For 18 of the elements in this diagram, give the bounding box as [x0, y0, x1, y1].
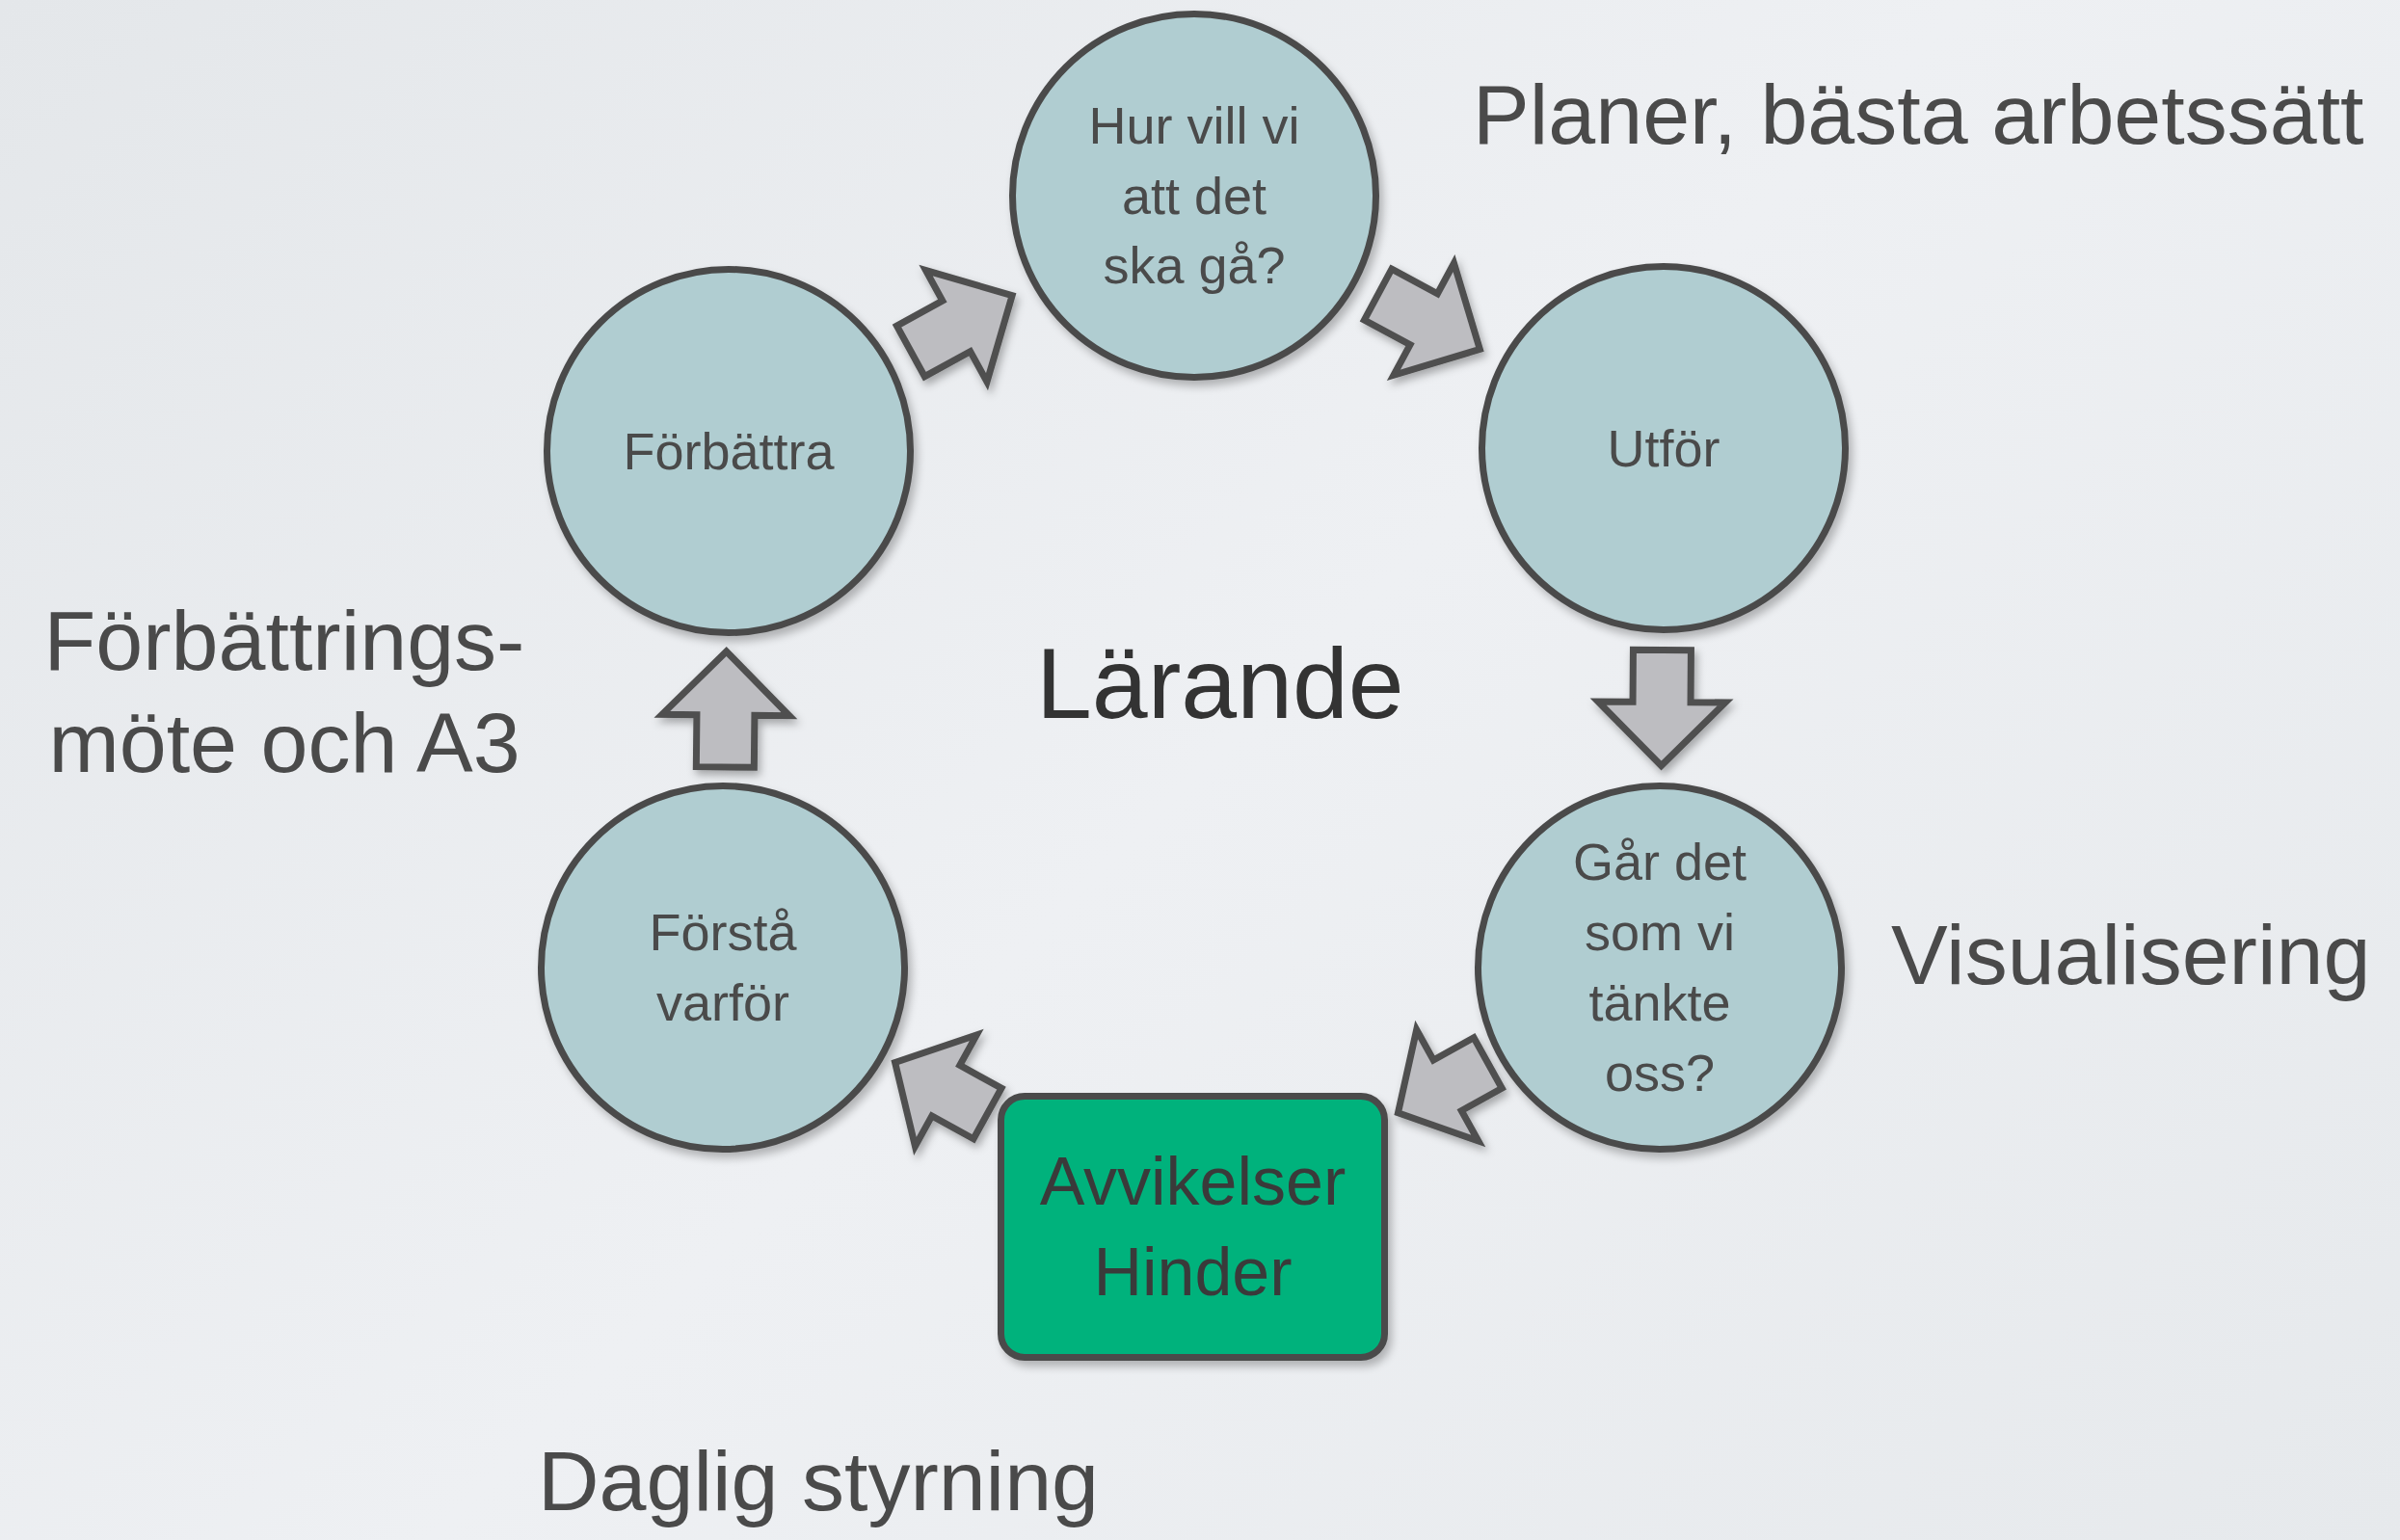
- block-arrow: [1589, 646, 1734, 771]
- phase-label: Visualisering: [1891, 906, 2371, 1004]
- block-arrow: [892, 264, 1017, 391]
- node-text: Hur vill vi att det ska gå?: [1087, 94, 1301, 297]
- process-box: [998, 1093, 1388, 1361]
- node-text: Förbättra: [622, 420, 836, 482]
- node-text: Utför: [1606, 417, 1721, 479]
- phase-label: Daglig styrning: [538, 1432, 1100, 1530]
- center-title: Lärande: [1036, 626, 1404, 741]
- node-text: Avvikelser Hinder: [1038, 1142, 1347, 1312]
- node-text: Förstå varför: [648, 902, 798, 1033]
- block-arrow: [1394, 1020, 1507, 1148]
- block-arrow: [653, 647, 798, 771]
- block-arrow: [1359, 253, 1484, 382]
- phase-label: Förbättrings- möte och A3: [42, 592, 526, 792]
- node-text: Går det som vi tänkte oss?: [1571, 832, 1748, 1103]
- block-arrow: [891, 1028, 1006, 1156]
- phase-label: Planer, bästa arbetssätt: [1473, 66, 2364, 164]
